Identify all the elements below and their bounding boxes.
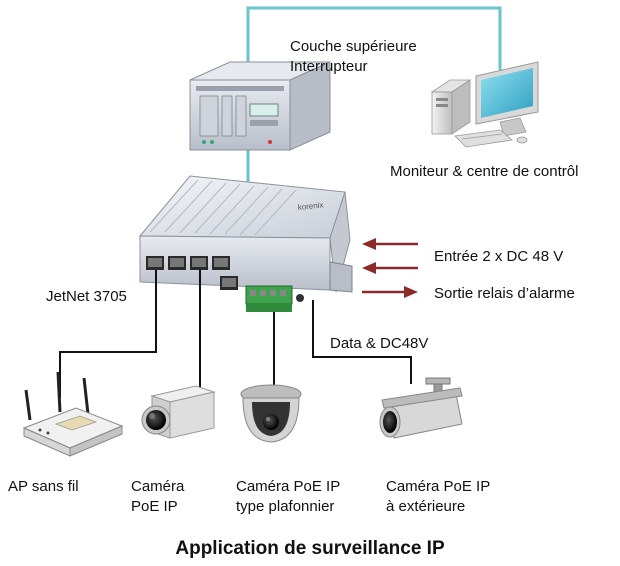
brand-label: korenix	[297, 200, 324, 212]
terminal-block	[245, 285, 293, 312]
jetnet-label: JetNet 3705	[46, 288, 127, 305]
input-arrow-2	[362, 262, 418, 274]
wireless-ap	[22, 371, 124, 457]
box-camera	[141, 385, 216, 439]
monitor-workstation	[430, 61, 539, 148]
cable-to-ap	[59, 270, 157, 398]
data-power-label: Data & DC48V	[330, 335, 429, 352]
cable-to-outdoor-camera	[312, 300, 412, 384]
device-cables	[59, 270, 412, 398]
upper-switch-label-line1: Couche supérieure	[290, 38, 417, 55]
output-arrow	[362, 286, 418, 298]
dome-camera-label-line1: Caméra PoE IP	[236, 478, 341, 495]
alarm-output-label: Sortie relais d’alarme	[434, 285, 575, 302]
ap-wireless-label: AP sans fil	[8, 478, 79, 495]
outdoor-camera-label-line1: Caméra PoE IP	[386, 478, 491, 495]
input-arrow-1	[362, 238, 418, 250]
upper-switch-label-line2: Interrupteur	[290, 58, 368, 75]
outdoor-camera-label-line2: à extérieure	[386, 498, 466, 515]
jetnet-device: korenix	[138, 175, 353, 312]
upper-switch-device	[189, 61, 331, 151]
poe-camera-label-line2: PoE IP	[131, 498, 178, 515]
outdoor-camera	[379, 377, 463, 439]
switch-to-monitor-cable	[246, 6, 502, 78]
dome-camera	[240, 384, 302, 443]
io-arrows	[362, 238, 418, 298]
monitor-center-label: Moniteur & centre de contrôl	[390, 163, 579, 180]
dome-camera-label-line2: type plafonnier	[236, 498, 335, 515]
poe-camera-label-line1: Caméra	[131, 478, 185, 495]
input-dc-label: Entrée 2 x DC 48 V	[434, 248, 564, 265]
ethernet-ports	[146, 256, 238, 290]
diagram-title: Application de surveillance IP	[175, 538, 445, 559]
